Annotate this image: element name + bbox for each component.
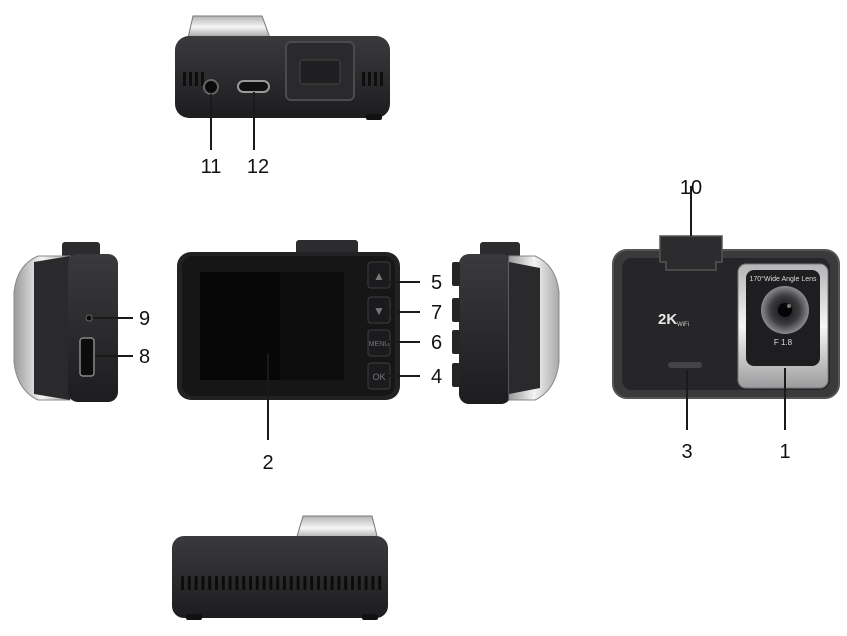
vent-slot bbox=[181, 576, 184, 590]
vent-slot bbox=[371, 576, 375, 590]
down-button[interactable] bbox=[367, 296, 391, 324]
callout-12: 12 bbox=[247, 156, 269, 178]
bottom-view-body bbox=[172, 536, 388, 618]
callout-5: 5 bbox=[431, 272, 442, 294]
callout-3: 3 bbox=[681, 441, 692, 463]
vent-slot bbox=[351, 576, 354, 590]
mic-port bbox=[203, 79, 219, 95]
lens-view: 170°Wide Angle Lens F 1.8 2K WiFi 10 3 1 bbox=[612, 177, 840, 463]
lens-view-mount bbox=[659, 235, 723, 271]
lens-angle-label: 170°Wide Angle Lens bbox=[749, 275, 817, 283]
left-view-body bbox=[68, 254, 118, 402]
reset-hole bbox=[85, 314, 93, 322]
usb-c-port bbox=[237, 80, 270, 93]
callout-11: 11 bbox=[201, 156, 222, 178]
vent-slot bbox=[201, 576, 205, 590]
vent-slot bbox=[283, 576, 286, 590]
up-button-label: ▲ bbox=[373, 269, 385, 283]
vent-slot bbox=[187, 576, 191, 590]
vent-slot bbox=[215, 576, 218, 590]
vent-slot bbox=[228, 576, 232, 590]
menu-button-label: MENU bbox=[369, 341, 390, 348]
vent-slot bbox=[249, 576, 252, 590]
callout-1: 1 bbox=[779, 441, 790, 463]
vent-slot bbox=[255, 576, 259, 590]
vent-slot bbox=[364, 576, 368, 590]
callout-4: 4 bbox=[431, 366, 442, 388]
vent-slot bbox=[262, 576, 266, 590]
top-view-mount-metal bbox=[187, 15, 271, 39]
vent-slot bbox=[344, 576, 348, 590]
top-view: 11 12 bbox=[175, 15, 390, 178]
left-side-view: 9 8 bbox=[13, 242, 150, 402]
vent-slot bbox=[235, 576, 239, 590]
vent-slot bbox=[310, 576, 314, 590]
down-button-label: ▼ bbox=[373, 304, 385, 318]
vent-slot bbox=[208, 576, 212, 590]
top-view-vents-right bbox=[362, 72, 383, 86]
callout-7: 7 bbox=[431, 302, 442, 324]
vent-slot bbox=[194, 576, 198, 590]
wifi-badge: WiFi bbox=[677, 322, 689, 328]
vent-slot bbox=[317, 576, 320, 590]
sd-card-slot bbox=[79, 337, 95, 377]
callout-9: 9 bbox=[139, 308, 150, 330]
right-side-view bbox=[452, 242, 560, 404]
callout-10: 10 bbox=[680, 177, 702, 199]
bottom-view-vents bbox=[181, 576, 382, 590]
vent-slot bbox=[303, 576, 307, 590]
vent-slot bbox=[323, 576, 327, 590]
right-view-body bbox=[459, 254, 511, 404]
callout-6: 6 bbox=[431, 332, 442, 354]
vent-slot bbox=[378, 576, 382, 590]
screen-view: ▲ ▼ MENU OK 5 7 6 4 2 bbox=[177, 240, 442, 474]
speaker-grille bbox=[668, 362, 702, 368]
callout-2: 2 bbox=[262, 452, 273, 474]
vent-slot bbox=[276, 576, 280, 590]
top-view-body bbox=[175, 36, 390, 118]
vent-slot bbox=[357, 576, 361, 590]
lens-aperture-label: F 1.8 bbox=[774, 338, 793, 347]
up-button[interactable] bbox=[367, 261, 391, 289]
vent-slot bbox=[269, 576, 273, 590]
resolution-badge: 2K bbox=[658, 311, 677, 328]
vent-slot bbox=[242, 576, 246, 590]
vent-slot bbox=[289, 576, 293, 590]
vent-slot bbox=[296, 576, 300, 590]
bottom-view bbox=[172, 515, 388, 620]
top-view-vents-left bbox=[183, 72, 204, 86]
vent-slot bbox=[330, 576, 334, 590]
ok-button-label: OK bbox=[372, 372, 385, 382]
callout-8: 8 bbox=[139, 346, 150, 368]
vent-slot bbox=[337, 576, 341, 590]
vent-slot bbox=[221, 576, 225, 590]
